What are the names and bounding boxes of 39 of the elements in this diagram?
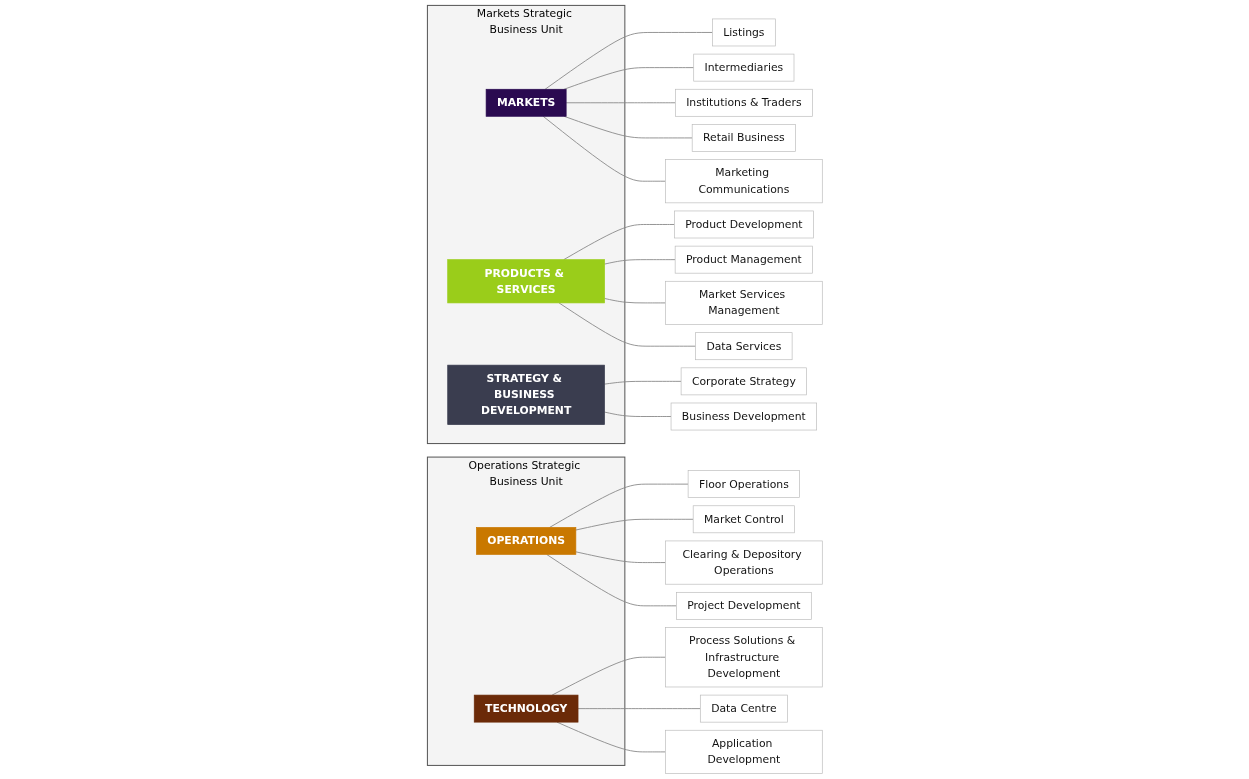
connector [548,483,689,528]
node-box: STRATEGY & BUSINESS DEVELOPMENT [447,364,605,425]
node-box: PRODUCTS & SERVICES [447,259,605,304]
node-box: Market Services Management [664,280,823,325]
connector [551,656,666,696]
node-box: Intermediaries [693,53,794,82]
node-box: MARKETS [485,88,567,117]
connector [542,115,666,182]
connector [603,411,672,417]
node-box: Business Development [670,402,817,431]
connector [563,67,694,90]
connector [603,298,666,304]
connector [558,302,696,347]
node-box: Data Centre [699,694,788,723]
node-box: Data Services [694,332,793,361]
connector [575,518,694,531]
node-box: Project Development [675,592,812,620]
node-box: Listings [711,18,776,47]
connector [577,708,701,710]
node-box: Institutions & Traders [674,88,813,117]
node-box: Market Control [692,505,795,534]
connector [545,554,677,607]
connector [603,380,682,385]
connector [575,551,666,564]
connector [565,102,676,104]
node-box: Product Development [673,210,814,239]
node-box: Retail Business [691,124,796,152]
node-box: Corporate Strategy [680,367,807,396]
connector [544,32,713,90]
node-box: Process Solutions & Infrastructure Development [664,627,823,688]
connector [563,115,693,139]
node-box: OPERATIONS [475,527,576,555]
node-box: Clearing & Depository Operations [664,540,823,585]
node-box: Application Development [664,729,823,774]
node-box: Product Management [674,245,813,274]
node-box: TECHNOLOGY [473,694,579,723]
node-box: Marketing Communications [664,159,823,204]
connector [603,259,676,265]
node-box: Floor Operations [687,470,800,499]
